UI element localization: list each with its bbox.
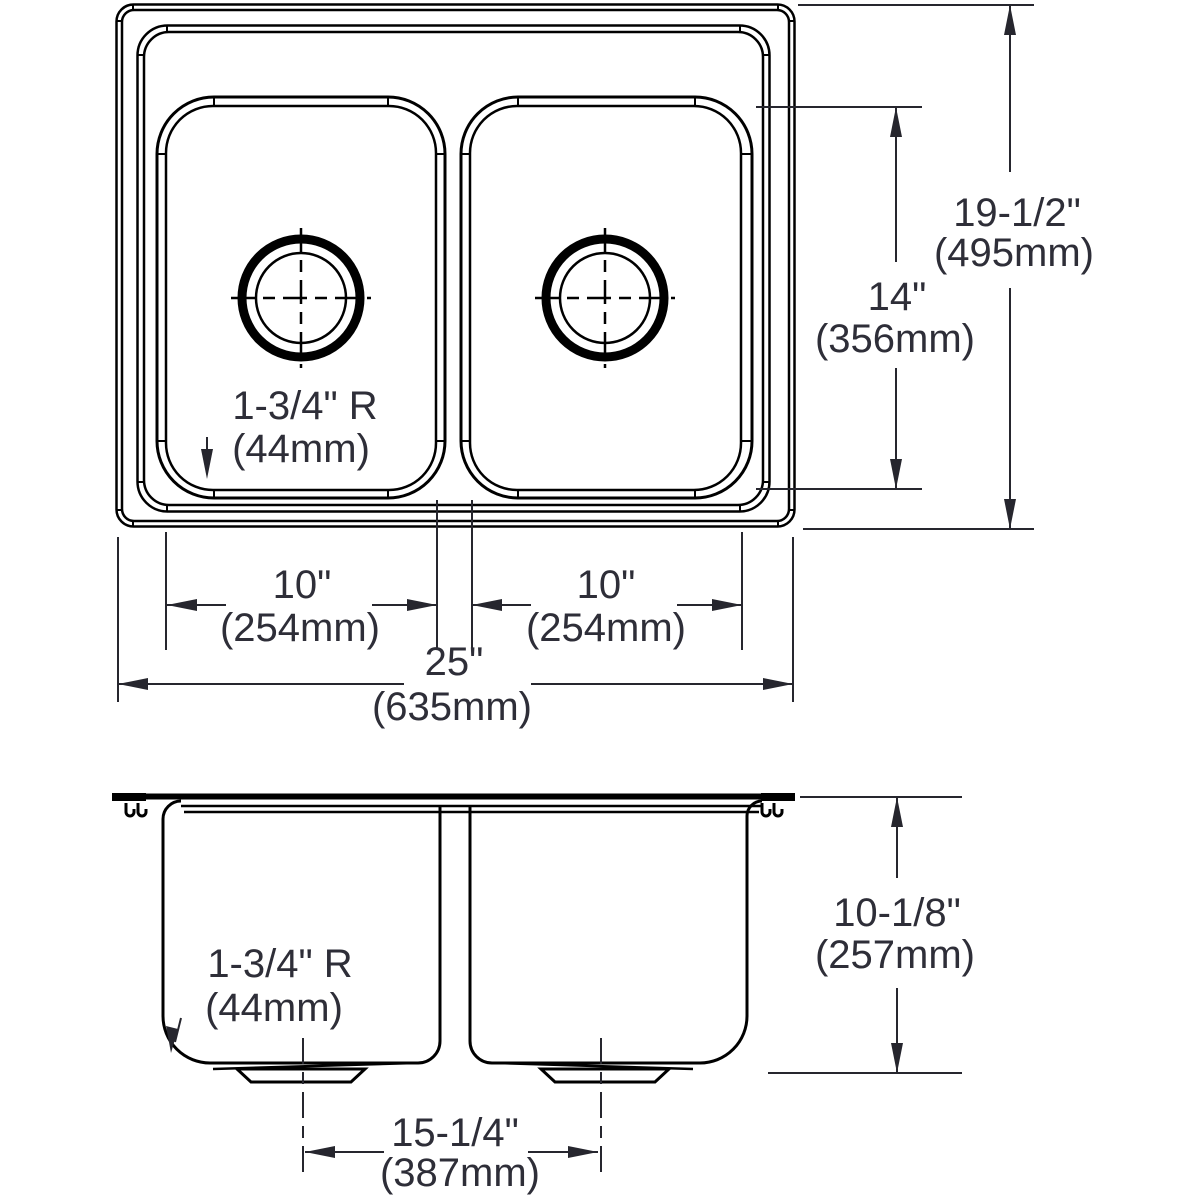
dim-bowl-depth-metric: (356mm) xyxy=(815,317,975,361)
dim-overall-width-imperial: 25" xyxy=(425,640,484,684)
dim-front-depth-metric: (257mm) xyxy=(815,933,975,977)
front-radius-annotation: 1-3/4" R (44mm) xyxy=(166,942,353,1053)
left-drain-fitting xyxy=(212,1061,416,1084)
right-bowl-inner-line xyxy=(468,104,743,492)
dim-drain-centers-metric: (387mm) xyxy=(380,1151,540,1195)
right-bowl-profile xyxy=(468,799,763,1065)
front-view: 1-3/4" R (44mm) xyxy=(112,793,795,1180)
sink-outer-edge xyxy=(115,3,796,528)
right-rim-end xyxy=(761,793,795,801)
dim-drain-centers-imperial: 15-1/4" xyxy=(391,1111,519,1155)
dim-right-bowl-metric: (254mm) xyxy=(526,606,686,650)
corner-ticks xyxy=(116,4,795,527)
rim-edge xyxy=(136,24,771,513)
top-radius-imperial: 1-3/4" R xyxy=(232,384,377,428)
dim-overall-depth: 19-1/2" (495mm) xyxy=(798,4,1094,530)
right-bowl-outline xyxy=(459,95,754,500)
dim-bowl-depth: 14" (356mm) xyxy=(756,106,975,490)
front-radius-metric: (44mm) xyxy=(205,986,343,1030)
right-drain-fitting xyxy=(496,1061,694,1084)
dim-overall-depth-metric: (495mm) xyxy=(934,231,1094,275)
right-mounting-clip xyxy=(760,803,784,818)
right-drain xyxy=(535,228,675,368)
top-view: 1-3/4" R (44mm) xyxy=(115,3,796,528)
left-bowl-inner-line xyxy=(164,104,438,492)
dim-overall-width-metric: (635mm) xyxy=(372,685,532,729)
left-bowl-outline xyxy=(155,95,447,500)
front-radius-imperial: 1-3/4" R xyxy=(207,942,352,986)
top-radius-annotation: 1-3/4" R (44mm) xyxy=(201,384,378,479)
left-drain xyxy=(231,228,371,368)
dim-front-depth-imperial: 10-1/8" xyxy=(833,891,961,935)
dim-overall-depth-imperial: 19-1/2" xyxy=(953,191,1081,235)
left-mounting-clip xyxy=(124,803,148,818)
rim-edge-inner-line xyxy=(142,30,765,507)
left-rim-end xyxy=(112,793,146,801)
dim-left-bowl-width: 10" (254mm) xyxy=(165,500,438,650)
radius-arrow xyxy=(201,449,213,479)
front-radius-arrow xyxy=(166,1026,178,1053)
dim-overall-width: 25" (635mm) xyxy=(117,537,794,729)
left-bowl-profile xyxy=(161,799,442,1065)
top-radius-metric: (44mm) xyxy=(232,427,370,471)
dim-right-bowl-imperial: 10" xyxy=(577,563,636,607)
sink-outer-edge-inner-line xyxy=(120,8,791,523)
dim-drain-centers: 15-1/4" (387mm) xyxy=(305,1111,598,1195)
dim-bowl-depth-imperial: 14" xyxy=(868,275,927,319)
dim-left-bowl-metric: (254mm) xyxy=(220,606,380,650)
dim-front-depth: 10-1/8" (257mm) xyxy=(768,796,975,1074)
dim-left-bowl-imperial: 10" xyxy=(273,563,332,607)
dim-right-bowl-width: 10" (254mm) xyxy=(471,500,743,650)
